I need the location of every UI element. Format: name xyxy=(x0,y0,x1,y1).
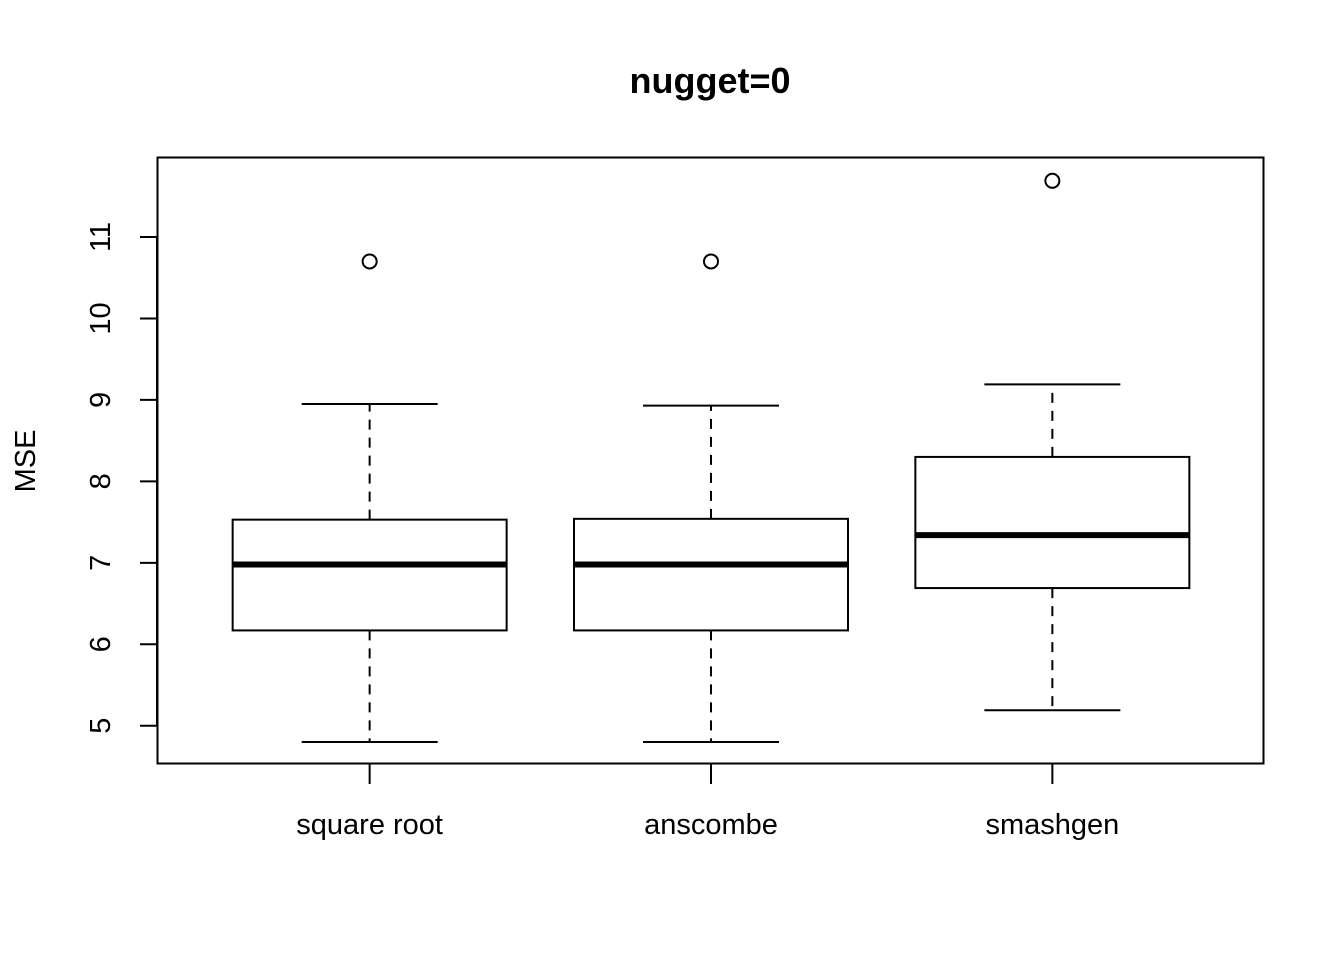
y-tick-label: 9 xyxy=(85,392,117,408)
chart-title: nugget=0 xyxy=(629,60,790,101)
x-tick-label: smashgen xyxy=(985,809,1119,841)
y-tick-label: 5 xyxy=(85,718,117,734)
y-axis: 5 6 7 8 9 10 11 xyxy=(85,222,158,734)
y-tick-label: 7 xyxy=(85,555,117,571)
box-2 xyxy=(914,172,1191,712)
outlier-point xyxy=(1044,172,1061,189)
outlier-point xyxy=(703,253,719,270)
x-tick-label: square root xyxy=(296,809,443,841)
y-tick-label: 8 xyxy=(85,473,117,489)
y-tick-label: 10 xyxy=(85,302,117,334)
box-0 xyxy=(231,253,508,744)
box-1 xyxy=(573,253,849,744)
x-axis: square root anscombe smashgen xyxy=(296,764,1119,841)
iqr-box xyxy=(573,517,849,632)
iqr-box xyxy=(231,518,508,632)
iqr-box xyxy=(914,455,1191,590)
y-tick-label: 11 xyxy=(85,222,117,252)
y-tick-label: 6 xyxy=(85,636,117,652)
outlier-point xyxy=(361,253,378,270)
x-tick-label: anscombe xyxy=(644,809,778,841)
y-axis-title: MSE xyxy=(10,430,42,493)
boxes-group xyxy=(231,172,1191,744)
